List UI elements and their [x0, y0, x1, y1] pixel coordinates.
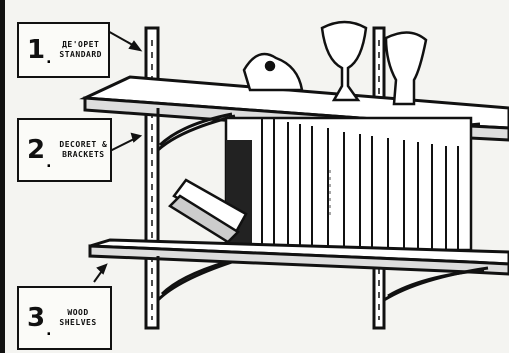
callout-number: 3 — [27, 303, 45, 333]
callout-number: 1 — [27, 35, 45, 65]
ornament-vase — [386, 32, 426, 104]
ornament-bird — [244, 54, 302, 90]
ornament-goblet — [322, 22, 366, 100]
callout-standard: 1. ДЕ'ОРЕТ STANDARD — [17, 22, 110, 78]
standard-left — [146, 28, 158, 328]
bottom-bracket-left — [158, 256, 232, 300]
callout-brackets: 2. DECORET & BRACKETS — [17, 118, 112, 182]
callout-label-line1: ДЕ'ОРЕТ — [59, 40, 102, 50]
callout-label-line2: BRACKETS — [59, 150, 107, 160]
callout-number: 2 — [27, 135, 45, 165]
callout-label-line2: SHELVES — [59, 318, 96, 328]
left-border — [0, 0, 5, 353]
books — [226, 118, 471, 250]
callout-label-line2: STANDARD — [59, 50, 102, 60]
callout-shelves: 3. WOOD SHELVES — [17, 286, 112, 350]
callout-label-line1: DECORET & — [59, 140, 107, 150]
callout-label-line1: WOOD — [59, 308, 96, 318]
